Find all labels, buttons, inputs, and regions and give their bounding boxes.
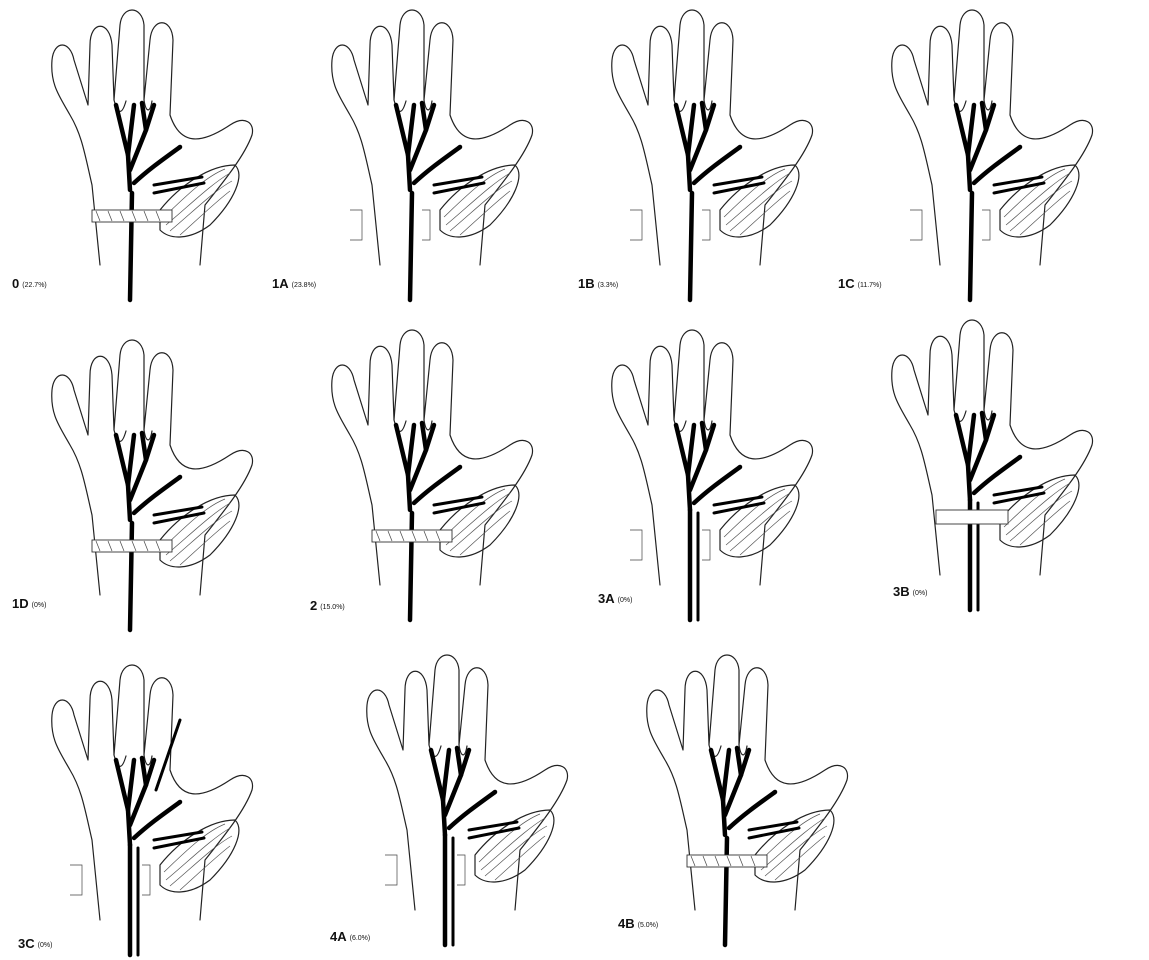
median-nerve [116, 758, 204, 955]
hand-outline [52, 340, 253, 595]
hand-diagram-panel [590, 325, 850, 625]
median-nerve [676, 423, 764, 620]
hand-outline [647, 655, 848, 910]
thenar-muscle [1000, 475, 1079, 547]
hand-diagram-panel [625, 650, 885, 950]
median-nerve [676, 103, 764, 300]
panel-label: 1C(11.7%) [838, 275, 882, 293]
hand-drawing [590, 5, 850, 305]
thenar-muscle [160, 495, 239, 567]
hand-outline [52, 10, 253, 265]
anomaly-marks [372, 530, 452, 542]
panel-code: 0 [12, 276, 19, 291]
anomaly-marks [92, 210, 172, 222]
panel-code: 4B [618, 916, 635, 931]
median-nerve [956, 103, 1044, 300]
panel-percentage: (22.7%) [22, 282, 47, 289]
thenar-muscle [475, 810, 554, 882]
hand-diagram-panel [590, 5, 850, 305]
thenar-muscle [1000, 165, 1079, 237]
hand-diagram-panel [30, 335, 290, 635]
hand-drawing [870, 315, 1130, 615]
median-nerve [711, 748, 799, 945]
panel-label: 4A(6.0%) [330, 928, 370, 946]
thenar-muscle [720, 165, 799, 237]
panel-code: 4A [330, 929, 347, 944]
panel-label: 3C(0%) [18, 935, 52, 953]
hand-diagram-panel [30, 660, 290, 960]
hand-drawing [310, 5, 570, 305]
thenar-muscle [440, 165, 519, 237]
median-nerve [116, 103, 204, 300]
anomaly-marks [92, 540, 172, 552]
panel-code: 1C [838, 276, 855, 291]
panel-code: 3B [893, 584, 910, 599]
anomaly-marks [910, 210, 990, 240]
panel-label: 2(15.0%) [310, 597, 345, 615]
hand-drawing [625, 650, 885, 950]
hand-outline [332, 330, 533, 585]
thenar-muscle [160, 165, 239, 237]
panel-percentage: (0%) [618, 597, 633, 604]
hand-diagram-panel [870, 5, 1130, 305]
panel-label: 3B(0%) [893, 583, 927, 601]
hand-diagram-panel [310, 325, 570, 625]
thenar-muscle [440, 485, 519, 557]
hand-diagram-panel [345, 650, 605, 950]
panel-code: 1D [12, 596, 29, 611]
median-nerve [431, 748, 519, 945]
panel-percentage: (11.7%) [858, 282, 882, 289]
hand-diagram-panel [30, 5, 290, 305]
hand-drawing [30, 335, 290, 635]
median-nerve [116, 433, 204, 630]
panel-label: 1B(3.3%) [578, 275, 618, 293]
panel-code: 3A [598, 591, 615, 606]
anomaly-marks [630, 210, 710, 240]
hand-drawing [870, 5, 1130, 305]
hand-drawing [345, 650, 605, 950]
panel-label: 4B(5.0%) [618, 915, 658, 933]
panel-percentage: (3.3%) [598, 282, 619, 289]
median-nerve [396, 103, 484, 300]
panel-code: 1B [578, 276, 595, 291]
panel-percentage: (0%) [913, 590, 928, 597]
panel-label: 1A(23.8%) [272, 275, 316, 293]
panel-percentage: (0%) [32, 602, 47, 609]
anomaly-marks [350, 210, 430, 240]
thenar-muscle [160, 820, 239, 892]
panel-percentage: (23.8%) [292, 282, 317, 289]
hand-drawing [30, 660, 290, 960]
panel-percentage: (6.0%) [350, 935, 371, 942]
panel-label: 0(22.7%) [12, 275, 47, 293]
panel-percentage: (15.0%) [320, 604, 345, 611]
anomaly-marks [687, 855, 767, 867]
panel-code: 2 [310, 598, 317, 613]
panel-percentage: (5.0%) [638, 922, 659, 929]
panel-label: 3A(0%) [598, 590, 632, 608]
hand-diagram-panel [310, 5, 570, 305]
panel-label: 1D(0%) [12, 595, 46, 613]
panel-percentage: (0%) [38, 942, 53, 949]
anomaly-marks [70, 720, 180, 895]
panel-code: 1A [272, 276, 289, 291]
thenar-muscle [720, 485, 799, 557]
hand-diagram-panel [870, 315, 1130, 615]
hand-drawing [310, 325, 570, 625]
thenar-muscle [755, 810, 834, 882]
median-nerve [396, 423, 484, 620]
panel-code: 3C [18, 936, 35, 951]
hand-drawing [30, 5, 290, 305]
hand-drawing [590, 325, 850, 625]
hand-outline [892, 320, 1093, 575]
anomaly-marks [936, 510, 1008, 524]
